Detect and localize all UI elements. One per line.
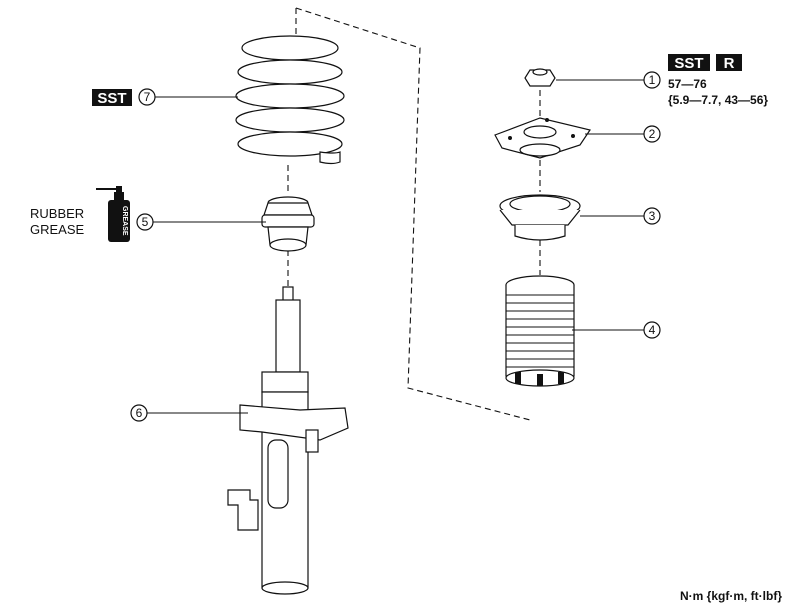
mount-rubber — [494, 117, 591, 159]
callout-4-number: 4 — [649, 323, 656, 337]
callout-4: 4 — [643, 321, 661, 339]
rubber-grease-label-line1: RUBBER — [30, 206, 84, 221]
callout-2-number: 2 — [649, 127, 656, 141]
callout-2: 2 — [643, 125, 661, 143]
torque-value-nm: 57—76 — [668, 77, 707, 91]
shock-absorber — [227, 286, 349, 595]
coil-spring — [235, 35, 345, 165]
sst-badge-right: SST — [668, 54, 710, 72]
grease-can-icon: GREASE — [96, 186, 130, 242]
sst-badge-left: SST — [92, 89, 132, 107]
grease-can-label: GREASE — [121, 206, 128, 236]
r-badge-text: R — [724, 55, 735, 72]
sst-badge-left-text: SST — [97, 90, 126, 107]
bearing-spring-seat — [499, 194, 581, 241]
rubber-grease-label-line2: GREASE — [30, 222, 85, 237]
callout-5-number: 5 — [142, 215, 149, 229]
torque-value-alt: {5.9—7.7, 43—56} — [668, 93, 768, 107]
assembly-dashed-outline — [295, 7, 531, 421]
leader-lines — [147, 79, 644, 414]
callout-3: 3 — [643, 207, 661, 225]
callout-7-number: 7 — [144, 90, 151, 104]
callout-6-number: 6 — [136, 406, 143, 420]
nut — [524, 68, 556, 87]
sst-badge-right-text: SST — [674, 55, 703, 72]
callout-1: 1 — [643, 71, 661, 89]
dust-boot — [505, 275, 575, 387]
callout-6: 6 — [130, 404, 148, 422]
bump-stopper — [261, 196, 315, 252]
r-badge: R — [716, 54, 742, 72]
callout-7: 7 — [138, 88, 156, 106]
callout-1-number: 1 — [649, 73, 656, 87]
callout-5: 5 — [136, 213, 154, 231]
callout-3-number: 3 — [649, 209, 656, 223]
units-label: N·m {kgf·m, ft·lbf} — [680, 589, 782, 603]
